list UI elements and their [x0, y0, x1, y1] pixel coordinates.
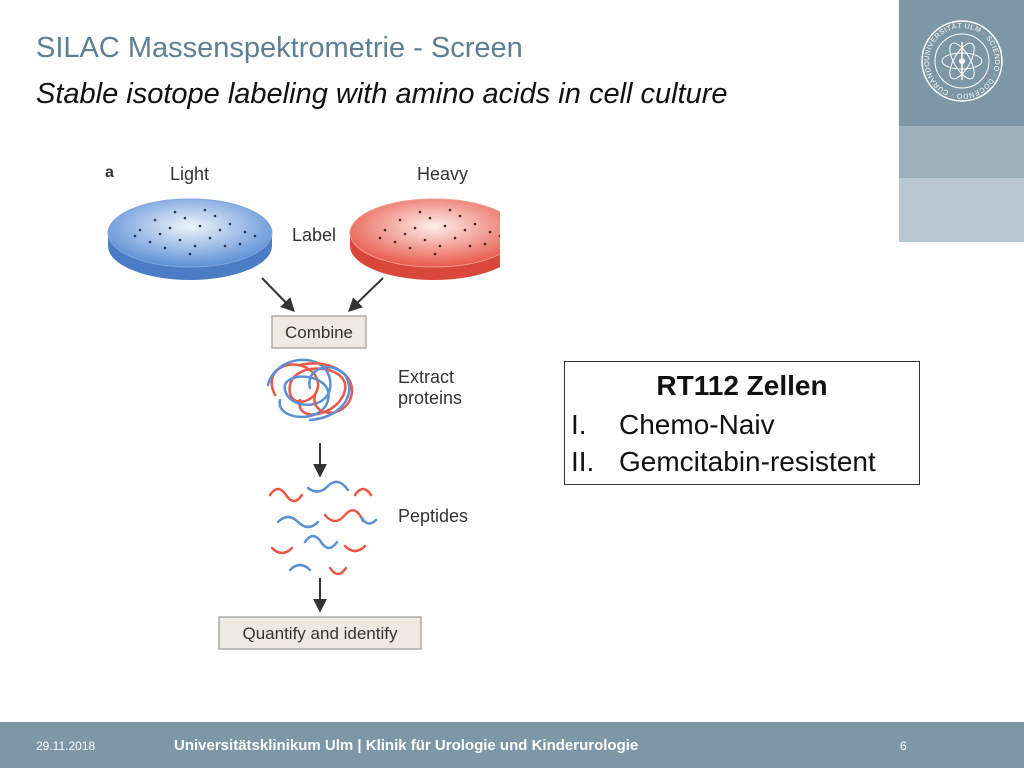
university-seal-logo: UNIVERSITÄT ULM · SCIENDO · DOCENDO · CU… [919, 18, 1003, 102]
footer-institution: Universitätsklinikum Ulm | Klinik für Ur… [174, 737, 639, 754]
footer-page-number: 6 [900, 739, 907, 753]
slide-footer: 29.11.2018 Universitätsklinikum Ulm | Kl… [0, 722, 1024, 768]
info-box-item-1-text: Chemo-Naiv [619, 409, 775, 440]
combine-step-text: Combine [285, 323, 353, 342]
quantify-box [218, 616, 422, 650]
info-box-item-2-number: II. [571, 446, 595, 477]
arrow-light-to-combine [261, 277, 295, 313]
light-culture-dish [107, 198, 273, 280]
light-label: Light [170, 164, 209, 184]
cell-line-info-box: RT112 Zellen I. Chemo-Naiv II. Gemcitabin-… [564, 361, 920, 485]
info-box-item-1: I. Chemo-Naiv [571, 409, 775, 441]
info-box-item-1-number: I. [571, 409, 587, 440]
footer-date: 29.11.2018 [36, 739, 96, 753]
arrow-heavy-to-combine [347, 277, 384, 312]
slide-subtitle: Stable isotope labeling with amino acids… [36, 78, 728, 110]
combine-box [271, 315, 367, 349]
extract-step-line1: Extract [398, 367, 454, 387]
side-block-bottom [899, 178, 1024, 242]
info-box-item-2-text: Gemcitabin-resistent [619, 446, 876, 477]
side-block-middle [899, 126, 1024, 178]
info-box-title: RT112 Zellen [656, 370, 828, 401]
protein-tangle [266, 358, 354, 422]
panel-letter: a [105, 164, 114, 181]
extract-step-line2: proteins [398, 388, 462, 408]
peptides-step-text: Peptides [398, 506, 468, 526]
info-box-item-2: II. Gemcitabin-resistent [571, 446, 876, 478]
heavy-label: Heavy [417, 164, 468, 184]
heavy-culture-dish [349, 198, 500, 280]
silac-workflow-diagram: a Light Heavy Label [105, 164, 500, 650]
peptide-fragments [268, 480, 378, 576]
slide-title: SILAC Massenspektrometrie - Screen [36, 32, 523, 64]
label-step-text: Label [292, 225, 336, 245]
quantify-step-text: Quantify and identify [243, 624, 398, 643]
